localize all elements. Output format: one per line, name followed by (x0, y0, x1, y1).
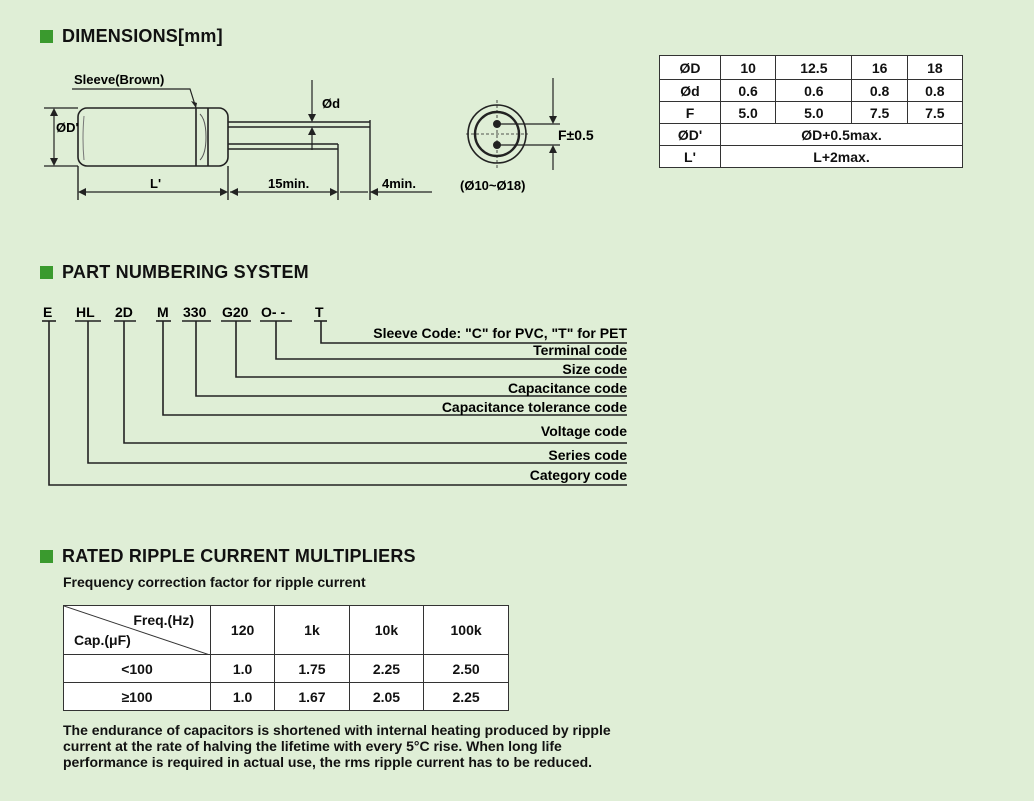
table-cell: 16 (851, 55, 908, 80)
ripple-heading: RATED RIPPLE CURRENT MULTIPLIERS (40, 546, 416, 567)
heading-square-icon (40, 30, 53, 43)
capacitor-body (77, 107, 229, 167)
dimensions-heading: DIMENSIONS[mm] (40, 26, 223, 47)
value-cell: 1.0 (209, 682, 276, 711)
od-prime-label: ØD' (56, 120, 79, 135)
freq-cell: 120 (209, 605, 276, 655)
table-cell: 0.8 (906, 79, 964, 102)
table-cell: F (659, 101, 721, 124)
note-line: performance is required in actual use, t… (63, 754, 593, 770)
table-cell: ØD (659, 55, 721, 80)
capacitor-drawing: Sleeve(Brown) ØD' Ød L' 15min. 4min. F±0… (44, 72, 594, 200)
table-cell: L+2max. (720, 145, 963, 168)
sleeve-label: Sleeve(Brown) (74, 72, 164, 87)
table-cell: ØD' (659, 123, 721, 146)
heading-square-icon (40, 550, 53, 563)
table-cell: 7.5 (851, 101, 908, 124)
part-numbering-heading: PART NUMBERING SYSTEM (40, 262, 309, 283)
end-view (466, 78, 560, 170)
table-cell: ØD+0.5max. (720, 123, 963, 146)
min15-label: 15min. (268, 176, 309, 191)
range-label: (Ø10~Ø18) (460, 178, 525, 193)
value-cell: 1.75 (274, 654, 350, 683)
table-cell: L' (659, 145, 721, 168)
value-cell: 2.05 (348, 682, 425, 711)
value-cell: 2.25 (423, 682, 509, 711)
diagonal-line (64, 606, 210, 655)
note-line: current at the rate of halving the lifet… (63, 738, 562, 754)
code-capacitance: 330 (183, 304, 207, 320)
label-category-code: Category code (530, 467, 627, 483)
f-label: F±0.5 (558, 127, 594, 143)
code-sleeve: T (315, 304, 324, 320)
label-tolerance-code: Capacitance tolerance code (442, 399, 627, 415)
table-cell: 18 (906, 55, 964, 80)
label-series-code: Series code (548, 447, 627, 463)
cap-header: Cap.(μF) (74, 632, 131, 648)
table-row: ØD 10 12.5 16 18 (659, 55, 964, 80)
code-size: G20 (222, 304, 249, 320)
table-cell: 0.6 (775, 79, 853, 102)
freq-cell: 10k (348, 605, 425, 655)
table-row: <100 1.0 1.75 2.25 2.50 (63, 654, 509, 683)
table-row: ≥100 1.0 1.67 2.05 2.25 (63, 682, 509, 711)
label-size-code: Size code (562, 361, 627, 377)
table-cell: 0.8 (851, 79, 908, 102)
code-category: E (43, 304, 52, 320)
cap-cell: <100 (63, 654, 211, 683)
table-cell: 0.6 (719, 79, 777, 102)
table-cell: 10 (719, 55, 777, 80)
l-prime-label: L' (150, 176, 161, 191)
ripple-title: RATED RIPPLE CURRENT MULTIPLIERS (62, 546, 416, 566)
label-terminal-code: Terminal code (533, 342, 627, 358)
dimensions-title: DIMENSIONS[mm] (62, 26, 223, 46)
cap-cell: ≥100 (63, 682, 211, 711)
freq-cell: 100k (423, 605, 509, 655)
ripple-table: Freq.(Hz) Cap.(μF) 120 1k 10k 100k <100 … (63, 605, 509, 711)
freq-cell: 1k (274, 605, 350, 655)
table-cell: Ød (659, 79, 721, 102)
value-cell: 2.25 (348, 654, 425, 683)
table-row: F 5.0 5.0 7.5 7.5 (659, 101, 964, 124)
code-tolerance: M (157, 304, 169, 320)
table-row: ØD' ØD+0.5max. (659, 123, 963, 146)
table-cell: 12.5 (775, 55, 853, 80)
label-capacitance-code: Capacitance code (508, 380, 627, 396)
table-row: L' L+2max. (659, 145, 963, 168)
table-cell: 5.0 (775, 101, 853, 124)
freq-header: Freq.(Hz) (133, 612, 194, 628)
min4-label: 4min. (382, 176, 416, 191)
label-voltage-code: Voltage code (541, 423, 627, 439)
code-terminal: O- - (261, 304, 285, 320)
leads (77, 120, 371, 200)
table-row: Freq.(Hz) Cap.(μF) 120 1k 10k 100k (63, 605, 509, 655)
part-number-diagram: E HL 2D M 330 G20 O- - T Sleeve Code: "C… (42, 304, 627, 486)
part-numbering-title: PART NUMBERING SYSTEM (62, 262, 309, 282)
table-cell: 7.5 (906, 101, 964, 124)
od-label: Ød (322, 96, 340, 111)
note-line: The endurance of capacitors is shortened… (63, 722, 611, 738)
code-series: HL (76, 304, 95, 320)
ripple-subtitle: Frequency correction factor for ripple c… (63, 574, 366, 590)
table-row: Ød 0.6 0.6 0.8 0.8 (659, 79, 964, 102)
label-sleeve-code: Sleeve Code: "C" for PVC, "T" for PET (373, 325, 627, 341)
heading-square-icon (40, 266, 53, 279)
dimension-table: ØD 10 12.5 16 18 Ød 0.6 0.6 0.8 0.8 F 5.… (659, 55, 964, 168)
corner-header-cell: Freq.(Hz) Cap.(μF) (63, 605, 211, 655)
code-voltage: 2D (115, 304, 133, 320)
value-cell: 1.67 (274, 682, 350, 711)
table-cell: 5.0 (719, 101, 777, 124)
value-cell: 1.0 (209, 654, 276, 683)
value-cell: 2.50 (423, 654, 509, 683)
ripple-note: The endurance of capacitors is shortened… (63, 722, 633, 770)
